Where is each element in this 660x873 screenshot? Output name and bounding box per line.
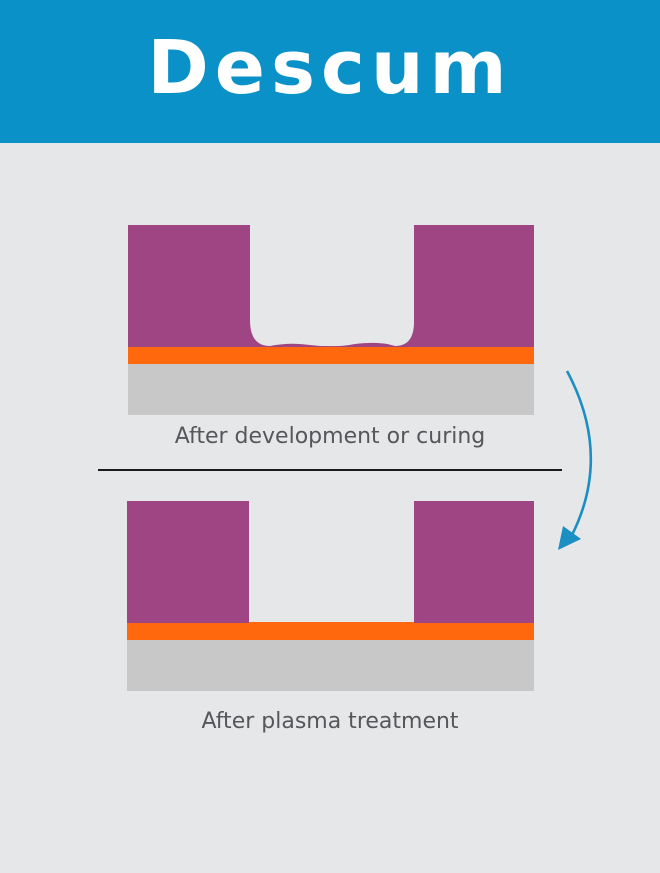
after-stack <box>127 501 534 691</box>
before-substrate <box>128 363 534 415</box>
after-photoresist-right <box>414 501 534 623</box>
process-arrow-head <box>558 526 581 550</box>
section-divider <box>98 469 562 471</box>
after-substrate <box>127 639 534 691</box>
process-arrow-curve <box>565 370 593 536</box>
caption-after: After plasma treatment <box>201 709 459 734</box>
before-orange-layer <box>128 346 534 364</box>
before-stack <box>128 225 534 415</box>
after-orange-layer <box>127 622 534 640</box>
process-arrow <box>558 370 593 550</box>
caption-before: After development or curing <box>174 424 486 449</box>
title-banner: Descum <box>0 0 660 143</box>
page-title: Descum <box>147 24 513 111</box>
after-photoresist-left <box>127 501 249 623</box>
before-photoresist-with-scum <box>128 225 534 347</box>
